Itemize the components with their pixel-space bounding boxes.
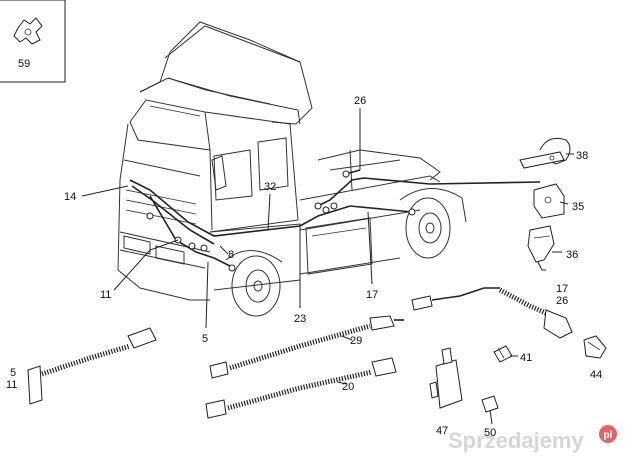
callout-47: 47 [436, 425, 448, 437]
watermark: Sprzedajemy pl [448, 425, 617, 453]
callout-20: 20 [342, 381, 354, 393]
watermark-badge-icon: pl [599, 425, 617, 443]
watermark-text: Sprzedajemy [448, 428, 584, 453]
harness-connectors [146, 170, 416, 272]
callout-29: 29 [350, 335, 362, 347]
callout-32: 32 [264, 181, 276, 193]
callout-23: 23 [294, 313, 306, 325]
callout-17-mid: 17 [366, 289, 378, 301]
relay-part-47-icon [429, 347, 463, 409]
callout-11: 11 [100, 289, 111, 301]
callout-14: 14 [64, 191, 76, 203]
callout-35: 35 [572, 201, 584, 213]
callout-8: 8 [228, 249, 234, 261]
sensor-cable-5-11 [27, 327, 157, 405]
truck-illustration [117, 21, 467, 317]
callout-38: 38 [576, 150, 588, 162]
clamp-part-38-icon [519, 137, 571, 169]
cable-harness [129, 169, 541, 272]
clip-part-41-icon [493, 345, 513, 363]
bracket-part-35-icon [533, 183, 565, 219]
front-wheel [225, 250, 283, 317]
inset-box: 59 [0, 0, 66, 83]
clip-part-59-icon [13, 17, 43, 45]
inset-number: 59 [18, 58, 30, 70]
callout-5: 5 [202, 333, 208, 345]
callout-5-left: 5 [10, 367, 16, 379]
callout-26-top: 26 [354, 95, 366, 107]
sensor-cable-17-26 [411, 287, 573, 339]
screw-part-50-icon [481, 395, 499, 425]
cable-part-29 [209, 315, 404, 379]
watermark-badge-text: pl [604, 430, 613, 441]
callout-36: 36 [566, 249, 578, 261]
plug-part-44-icon [583, 335, 607, 359]
cable-part-20 [205, 357, 397, 419]
leader-lines [81, 108, 574, 385]
rear-wheel [399, 188, 467, 259]
callout-44: 44 [590, 369, 602, 381]
sensor-part-36-icon [527, 225, 555, 271]
callout-26-right: 26 [556, 295, 568, 307]
callout-17-right: 17 [556, 283, 568, 295]
callout-41: 41 [520, 352, 532, 364]
callouts: 14 11 5 8 32 26 23 17 38 35 36 17 26 29 … [6, 95, 602, 439]
callout-11-left: 11 [6, 379, 17, 391]
callout-50: 50 [484, 427, 496, 439]
